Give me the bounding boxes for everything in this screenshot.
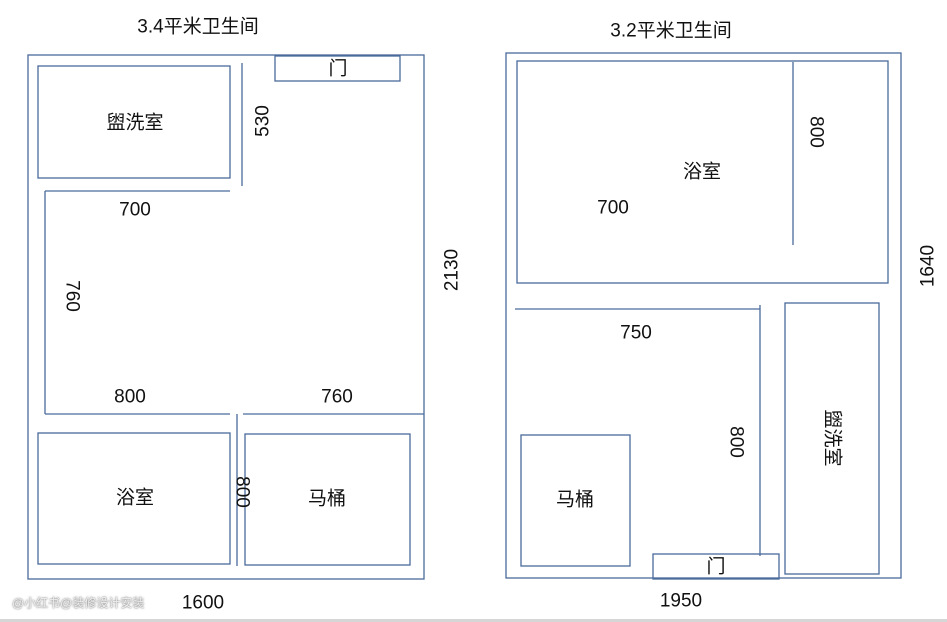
left-dim-530: 530 (252, 105, 274, 137)
right-toilet-label: 马桶 (555, 489, 595, 511)
right-dim-750: 750 (620, 322, 652, 344)
left-toilet-rect (244, 433, 411, 566)
right-washroom-label: 盥洗室 (821, 409, 843, 467)
page-bottom-border (0, 619, 947, 622)
left-dim-700: 700 (119, 199, 151, 221)
right-dim-700: 700 (597, 197, 629, 219)
right-dim-width: 1950 (659, 590, 703, 612)
right-door-label: 门 (706, 556, 726, 578)
left-dim-800-vertical: 800 (231, 476, 253, 508)
right-dim-800-top: 800 (805, 116, 827, 148)
right-bath-rect (516, 60, 889, 284)
left-plan-title: 3.4平米卫生间 (137, 16, 259, 38)
left-washroom-label: 盥洗室 (106, 112, 164, 134)
right-outer-wall (505, 52, 902, 579)
right-plan-title: 3.2平米卫生间 (610, 20, 732, 42)
right-washroom-rect (784, 302, 880, 575)
left-dim-760-vertical: 760 (61, 280, 83, 312)
left-dim-width: 1600 (181, 592, 225, 614)
right-door-rect (652, 553, 780, 580)
left-outer-wall (27, 54, 425, 580)
left-bath-rect (37, 432, 231, 565)
right-dim-height: 1640 (917, 244, 939, 288)
watermark-text: @小红书@装修设计安装 (12, 596, 145, 610)
left-bath-label: 浴室 (115, 487, 155, 509)
left-door-rect (274, 55, 401, 82)
right-bath-label: 浴室 (682, 161, 722, 183)
left-toilet-label: 马桶 (307, 488, 347, 510)
left-dim-800-horizontal: 800 (114, 386, 146, 408)
right-toilet-rect (520, 434, 631, 567)
left-dim-height: 2130 (441, 248, 463, 292)
left-door-label: 门 (328, 58, 348, 80)
left-washroom-rect (37, 65, 231, 179)
right-dim-800-mid: 800 (725, 426, 747, 458)
left-dim-760-horizontal: 760 (321, 386, 353, 408)
